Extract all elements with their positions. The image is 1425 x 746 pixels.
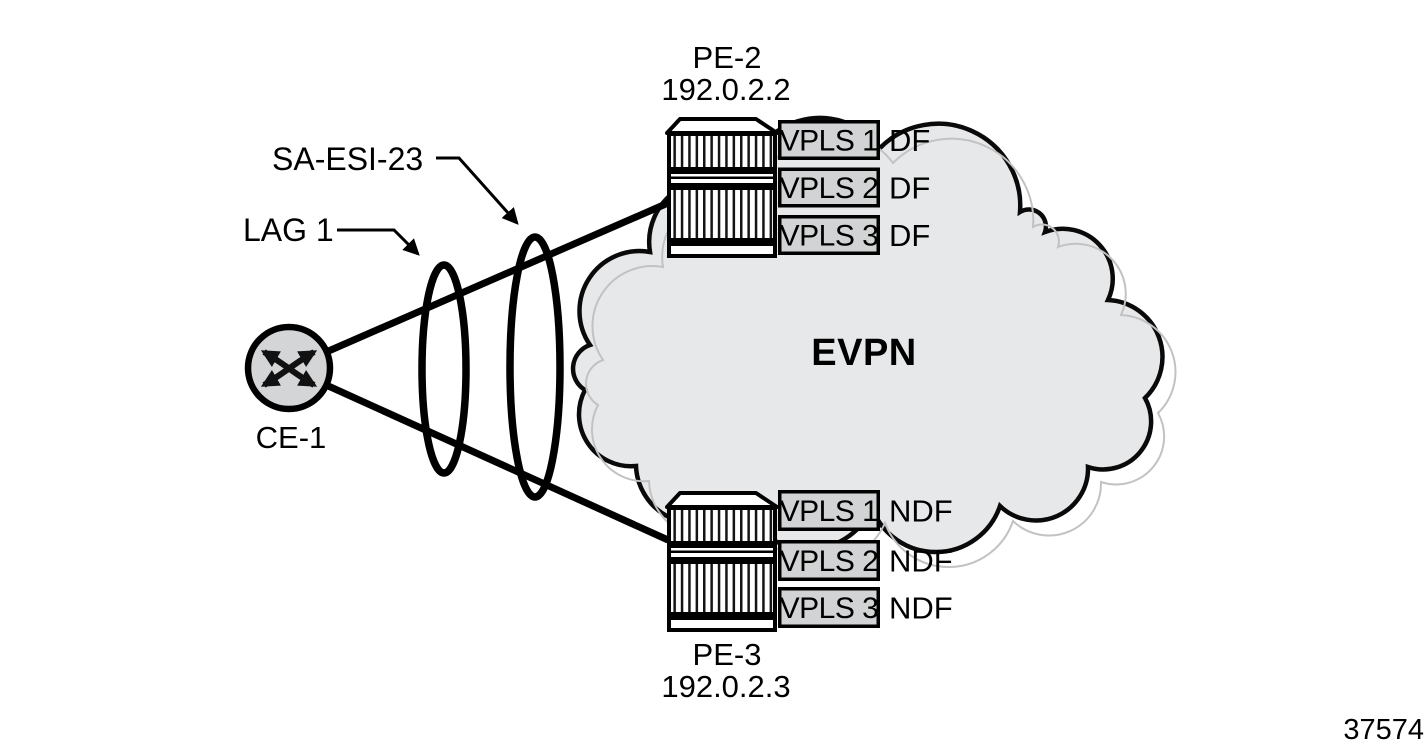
ce1-name-label: CE-1 bbox=[256, 420, 327, 455]
pe3-router-icon bbox=[665, 491, 779, 632]
lag-group-ellipse bbox=[418, 261, 470, 477]
pe3-vpls-services: VPLS 1 VPLS 2 VPLS 3 NDF NDF NDF bbox=[778, 490, 953, 628]
esi-callout-arrow bbox=[436, 156, 519, 225]
pe2-stripe-band-top bbox=[671, 136, 773, 167]
pe3-vpls2-df-state: NDF bbox=[889, 544, 953, 579]
pe3-separator-bar bbox=[667, 541, 777, 548]
link-ce1-pe2 bbox=[322, 199, 670, 357]
pe3-vpls3-label: VPLS 3 bbox=[780, 592, 879, 625]
esi-group-ellipse bbox=[506, 233, 564, 501]
pe3-vpls3-df-state: NDF bbox=[889, 591, 953, 626]
pe2-vpls1-df-state: DF bbox=[889, 123, 930, 158]
pe3-vpls2-label: VPLS 2 bbox=[780, 545, 879, 578]
pe2-vpls3-df-state: DF bbox=[889, 218, 930, 253]
pe3-name-label: PE-3 bbox=[693, 637, 762, 672]
pe2-vpls2-box bbox=[778, 167, 880, 208]
pe2-separator-bar bbox=[667, 183, 777, 190]
pe2-vpls3-label: VPLS 3 bbox=[780, 220, 879, 253]
pe2-router-icon bbox=[665, 117, 779, 258]
lag-callout-arrow bbox=[337, 228, 420, 256]
pe3-vpls3-box bbox=[778, 587, 880, 628]
pe2-separator-bar bbox=[667, 167, 777, 174]
pe3-stripe-band-bottom bbox=[671, 564, 773, 612]
pe2-separator-line bbox=[671, 176, 773, 179]
pe2-vpls1-box bbox=[778, 120, 880, 160]
pe3-ip-label: 192.0.2.3 bbox=[661, 669, 790, 704]
pe2-stripe-band-bottom bbox=[671, 190, 773, 238]
pe2-router-lid bbox=[665, 117, 779, 135]
link-ce1-pe3 bbox=[322, 380, 670, 544]
figure-number: 37574 bbox=[1343, 714, 1424, 746]
pe2-ip-label: 192.0.2.2 bbox=[661, 72, 790, 107]
ce1-router-icon bbox=[244, 323, 334, 413]
pe3-vpls1-label: VPLS 1 bbox=[780, 495, 879, 528]
pe3-vpls1-box bbox=[778, 490, 880, 531]
evpn-label: EVPN bbox=[811, 332, 916, 374]
pe2-base-bar bbox=[667, 238, 777, 246]
pe3-separator-bar bbox=[667, 557, 777, 564]
pe3-vpls2-box bbox=[778, 540, 880, 581]
lag-label: LAG 1 bbox=[243, 212, 334, 248]
pe3-vpls1-df-state: NDF bbox=[889, 494, 953, 529]
pe3-base-bar bbox=[667, 612, 777, 620]
esi-label: SA-ESI-23 bbox=[272, 141, 423, 177]
pe2-vpls3-box bbox=[778, 215, 880, 255]
ce1-cross-arrow bbox=[260, 349, 318, 388]
pe2-name-label: PE-2 bbox=[693, 40, 762, 75]
pe2-vpls1-label: VPLS 1 bbox=[780, 125, 879, 158]
pe3-router-lid bbox=[665, 491, 779, 509]
pe2-vpls2-df-state: DF bbox=[889, 171, 930, 206]
pe2-vpls-services: VPLS 1 VPLS 2 VPLS 3 DF DF DF bbox=[778, 120, 930, 255]
pe3-separator-line bbox=[671, 550, 773, 553]
pe2-vpls2-label: VPLS 2 bbox=[780, 172, 879, 205]
pe3-stripe-band-top bbox=[671, 510, 773, 541]
